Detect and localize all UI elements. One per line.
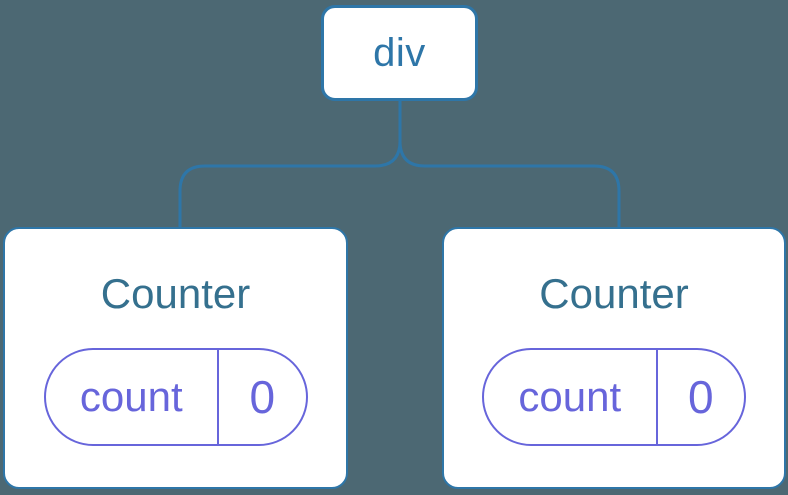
state-pill: count 0 [43, 348, 308, 446]
state-key-label: count [46, 350, 220, 444]
component-title: Counter [539, 270, 689, 317]
state-key-label: count [484, 350, 658, 444]
state-value: 0 [249, 371, 276, 423]
counter-card-left: Counter count 0 [3, 227, 348, 489]
connector-branch-right [398, 99, 621, 229]
counter-card-right: Counter count 0 [442, 227, 786, 489]
component-title: Counter [100, 270, 251, 317]
state-pill: count 0 [482, 348, 746, 446]
state-value: 0 [688, 371, 714, 423]
root-node-div: div [321, 5, 478, 101]
root-node-label: div [373, 31, 426, 75]
connector-branch-left [178, 99, 402, 229]
